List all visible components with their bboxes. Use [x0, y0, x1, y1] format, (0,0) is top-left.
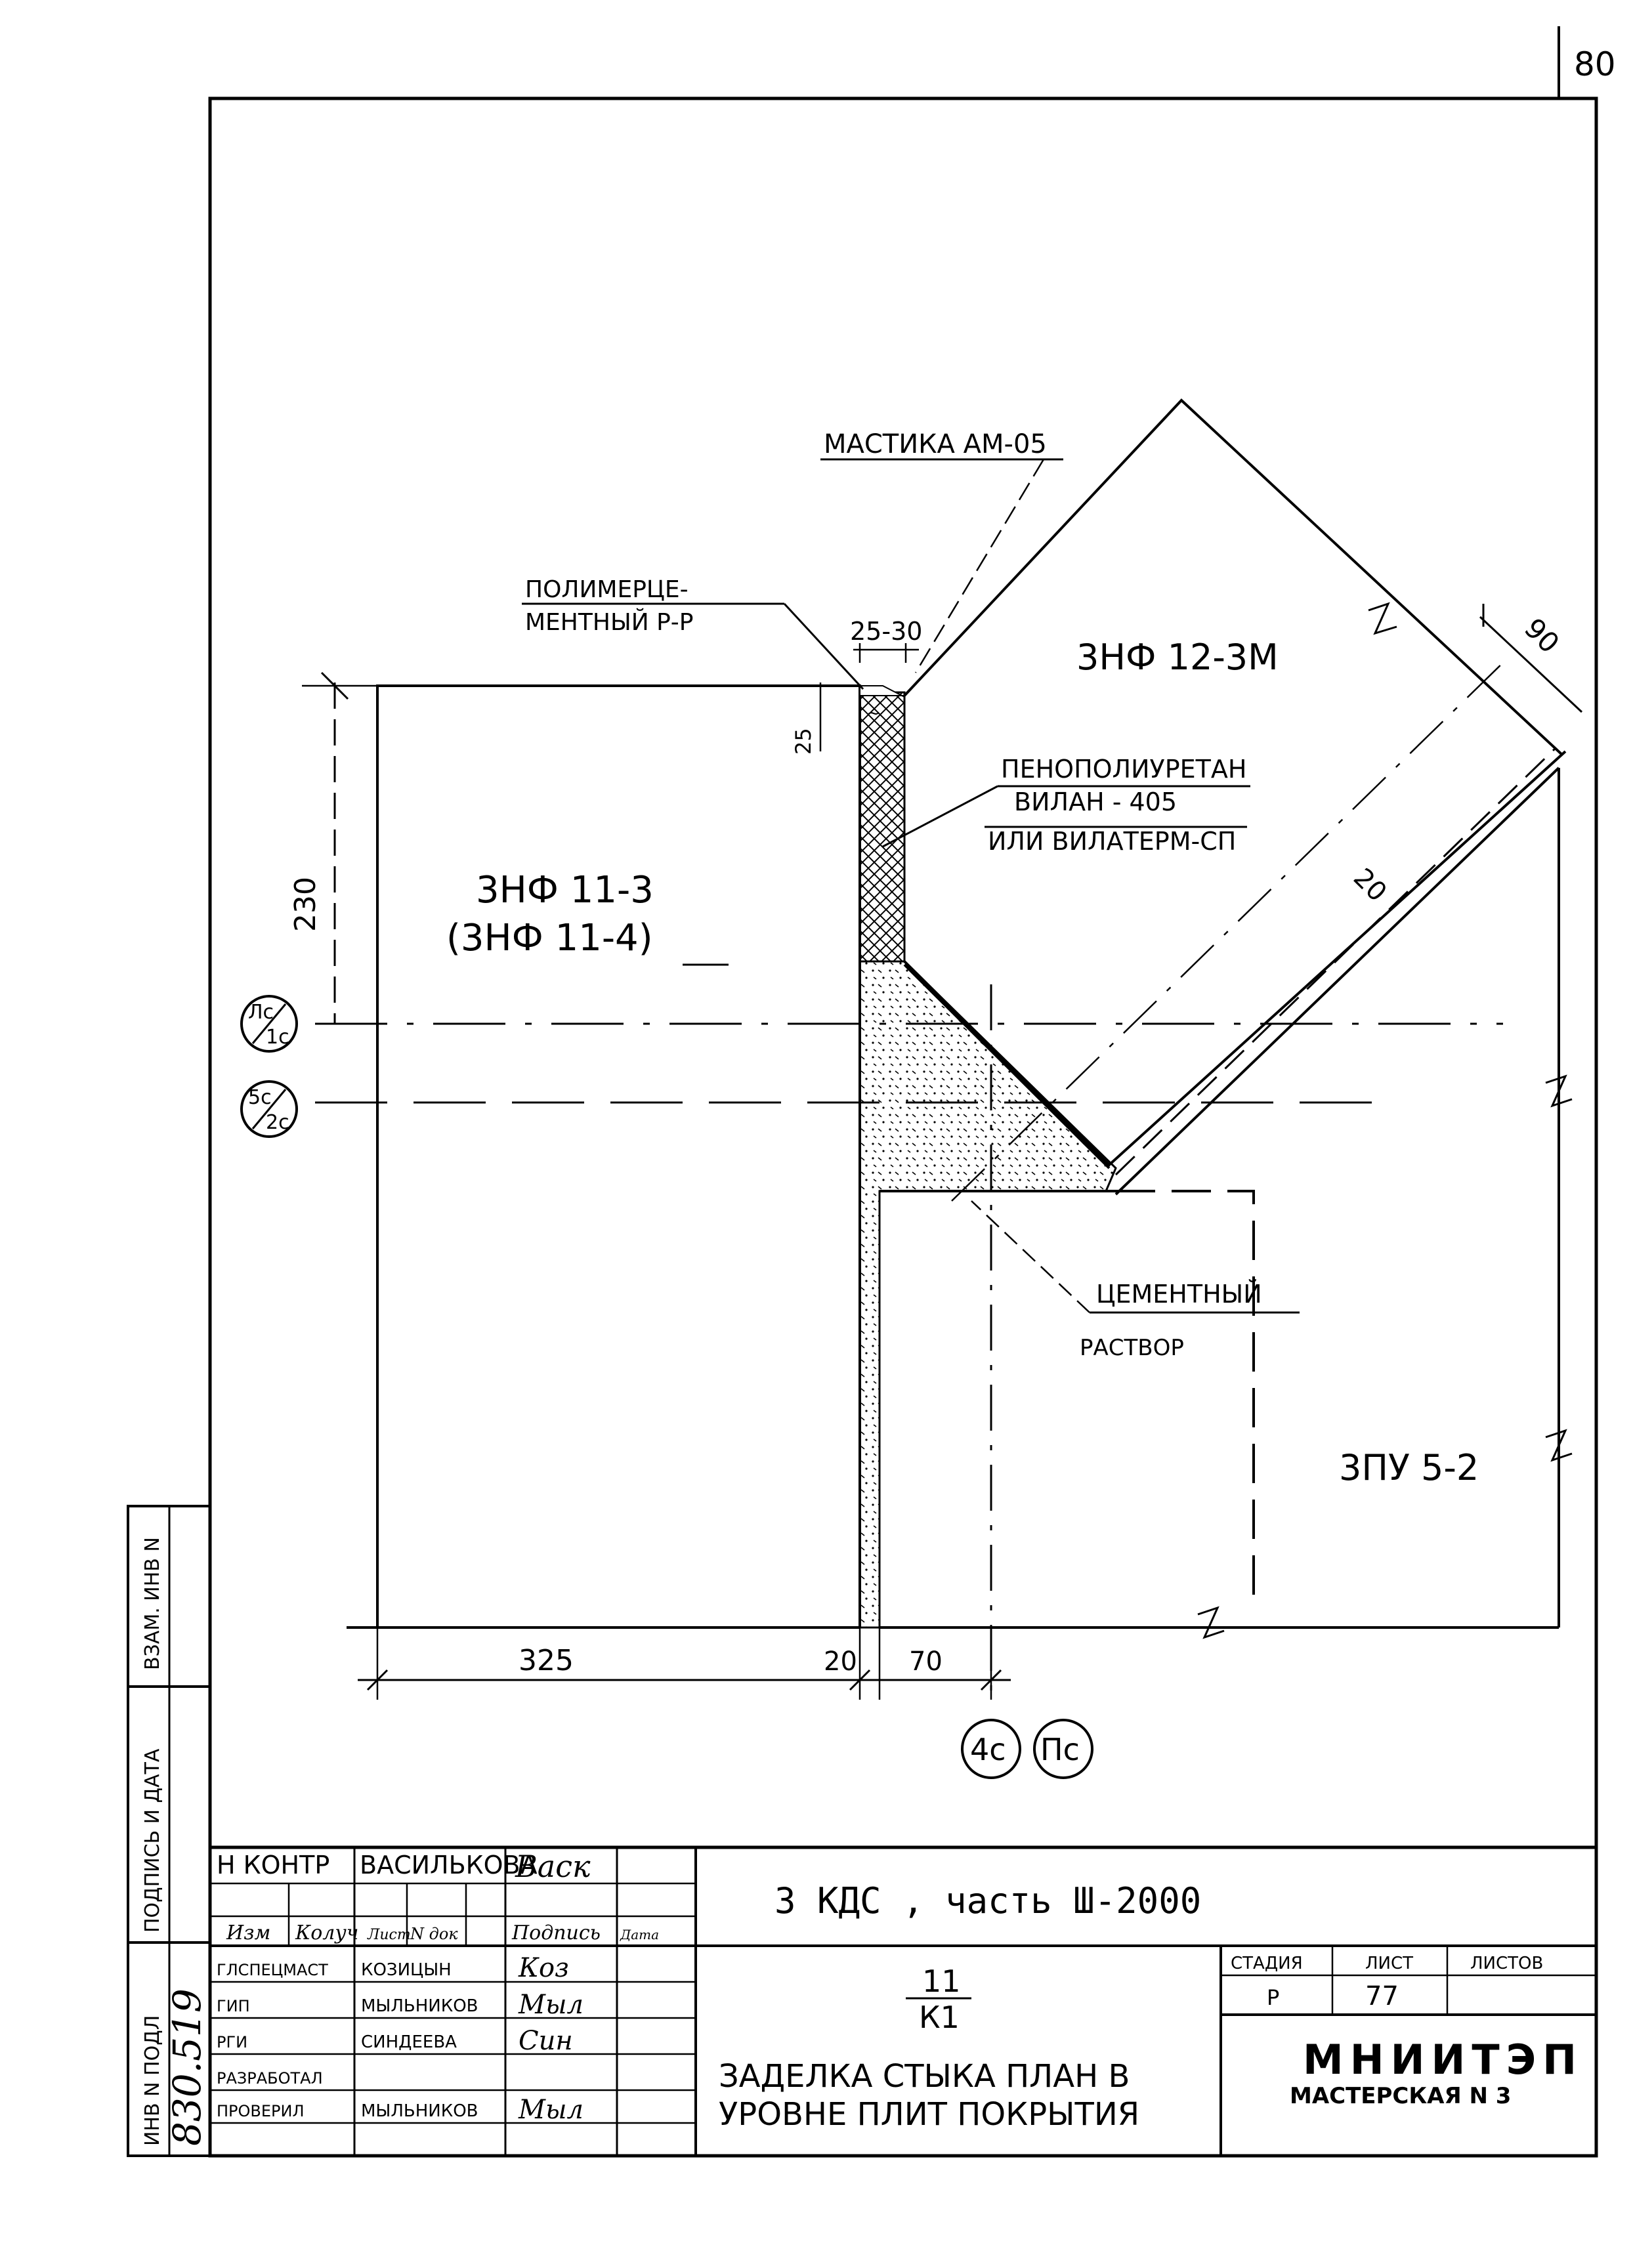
dimension-bottom: 325 20 70	[358, 1628, 1011, 1700]
sheets-label: ЛИСТОВ	[1470, 1954, 1543, 1973]
drawing-title-line2: УРОВНЕ ПЛИТ ПОКРЫТИЯ	[719, 2096, 1139, 2133]
svg-text:Пс: Пс	[1040, 1732, 1080, 1767]
n-kontr-role: Н КОНТР	[217, 1851, 329, 1880]
label-mastic: МАСТИКА АМ-05	[820, 429, 1063, 673]
side-stamp-col1: ВЗАМ. ИНВ N	[141, 1537, 164, 1670]
svg-text:Лс: Лс	[248, 1001, 274, 1024]
org-subtitle: МАСТЕРСКАЯ N 3	[1290, 2083, 1511, 2109]
svg-text:5с: 5с	[248, 1086, 272, 1109]
axis-bubble-2: 5с 2с	[240, 1080, 298, 1138]
svg-text:ИЛИ ВИЛАТЕРМ-СП: ИЛИ ВИЛАТЕРМ-СП	[988, 827, 1236, 856]
row-role-4: ПРОВЕРИЛ	[217, 2102, 305, 2120]
project-code: 3 КДС , часть Ш-2000	[774, 1880, 1201, 1922]
row-name-1: МЫЛЬНИКОВ	[361, 1996, 478, 2016]
stage-label: СТАДИЯ	[1231, 1954, 1303, 1973]
svg-text:70: 70	[909, 1647, 943, 1677]
col-header-signature: Подпись	[511, 1922, 601, 1944]
drawing-title-line1: ЗАДЕЛКА СТЫКА ПЛАН В	[719, 2058, 1130, 2095]
panel-top-label: 3НФ 12-3М	[1076, 637, 1279, 678]
svg-text:РАСТВОР: РАСТВОР	[1080, 1335, 1184, 1361]
title-block: Н КОНТР ВАСИЛЬКОВА Васк Изм Колуч Лист N…	[208, 1845, 1598, 2158]
svg-text:230: 230	[289, 877, 322, 932]
label-cement-mortar: ЦЕМЕНТНЫЙ РАСТВОР	[971, 1200, 1300, 1361]
svg-text:ПЕНОПОЛИУРЕТАН: ПЕНОПОЛИУРЕТАН	[1001, 755, 1246, 784]
row-signature-2: Син	[519, 2026, 573, 2056]
row-signature-0: Коз	[518, 1953, 569, 1983]
panel-3nf-11-3: 3НФ 11-3 (3НФ 11-4)	[347, 684, 861, 1629]
svg-text:2с: 2с	[266, 1111, 289, 1134]
sheet-label: ЛИСТ	[1365, 1954, 1413, 1973]
n-kontr-name: ВАСИЛЬКОВА	[360, 1851, 538, 1880]
col-header-izm: Изм	[226, 1922, 270, 1944]
col-header-ndok: N док	[410, 1925, 458, 1943]
row-role-1: ГИП	[217, 1997, 250, 2015]
row-name-2: СИНДЕЕВА	[361, 2032, 457, 2052]
panel-3nf-12-3m: 3НФ 12-3М	[903, 398, 1567, 1169]
axis-bubble-1: Лс 1с	[240, 995, 298, 1053]
svg-text:~: ~	[866, 704, 881, 723]
svg-text:20: 20	[824, 1647, 857, 1677]
panel-left-sub-label: (3НФ 11-4)	[446, 917, 653, 959]
svg-text:1с: 1с	[266, 1026, 289, 1049]
n-kontr-signature: Васк	[515, 1849, 591, 1884]
svg-text:4с: 4с	[970, 1732, 1006, 1767]
dimension-gap: 25-30	[850, 617, 922, 663]
dimension-230: 230	[289, 671, 381, 1024]
label-foam: ПЕНОПОЛИУРЕТАН ВИЛАН - 405 ИЛИ ВИЛАТЕРМ-…	[882, 755, 1250, 856]
row-role-2: РГИ	[217, 2033, 247, 2051]
row-role-0: ГЛСПЕЦМАСТ	[217, 1961, 328, 1979]
row-role-3: РАЗРАБОТАЛ	[217, 2069, 323, 2088]
svg-text:МАСТИКА АМ-05: МАСТИКА АМ-05	[824, 429, 1047, 459]
drawing-number-top: 11	[922, 1964, 961, 1999]
col-header-kol: Колуч	[295, 1922, 358, 1944]
row-name-4: МЫЛЬНИКОВ	[361, 2101, 478, 2121]
diagonal-strip	[880, 747, 1560, 1196]
row-signature-1: Мыл	[518, 1990, 583, 2020]
svg-text:25: 25	[791, 728, 816, 755]
row-signature-4: Мыл	[518, 2095, 583, 2125]
dimension-90: 90	[1479, 604, 1583, 713]
row-name-0: КОЗИЦЫН	[361, 1960, 452, 1980]
panel-left-label: 3НФ 11-3	[476, 869, 654, 912]
col-header-date: Дата	[620, 1927, 659, 1942]
side-stamp: ВЗАМ. ИНВ N ПОДПИСЬ И ДАТА ИНВ N ПОДЛ 83…	[127, 1505, 211, 2157]
svg-text:20: 20	[1347, 863, 1393, 908]
org-name: МНИИТЭП	[1303, 2036, 1583, 2084]
cement-mortar-fill	[859, 960, 1117, 1629]
axis-bubble-3: 4с	[961, 1719, 1021, 1779]
dimension-20-diag: 20	[1347, 863, 1393, 908]
side-stamp-col3: ИНВ N ПОДЛ	[141, 2015, 164, 2146]
panel-right-label: 3ПУ 5-2	[1339, 1447, 1479, 1488]
inventory-number: 830.519	[165, 1988, 209, 2146]
svg-text:МЕНТНЫЙ Р-Р: МЕНТНЫЙ Р-Р	[525, 608, 693, 636]
sheet-value: 77	[1365, 1981, 1399, 2011]
svg-text:25-30: 25-30	[850, 617, 922, 646]
axis-lines	[315, 656, 1510, 1700]
label-polymer-mortar: ПОЛИМЕРЦЕ- МЕНТНЫЙ Р-Р	[522, 576, 864, 690]
svg-text:ВИЛАН - 405: ВИЛАН - 405	[1014, 788, 1177, 816]
dimension-25: 25	[791, 682, 822, 755]
svg-text:ЦЕМЕНТНЫЙ: ЦЕМЕНТНЫЙ	[1096, 1280, 1262, 1309]
drawing-number-bottom: К1	[919, 2000, 960, 2035]
side-stamp-col2: ПОДПИСЬ И ДАТА	[141, 1748, 164, 1933]
sheet-number: 80	[1574, 45, 1616, 83]
stage-value: Р	[1267, 1985, 1279, 2010]
panel-3pu-5-2: 3ПУ 5-2	[880, 768, 1573, 1639]
svg-text:ПОЛИМЕРЦЕ-: ПОЛИМЕРЦЕ-	[525, 576, 689, 603]
col-header-list: Лист	[367, 1927, 411, 1943]
axis-bubble-4: Пс	[1033, 1719, 1093, 1779]
svg-text:90: 90	[1518, 612, 1565, 659]
svg-text:325: 325	[519, 1644, 574, 1677]
